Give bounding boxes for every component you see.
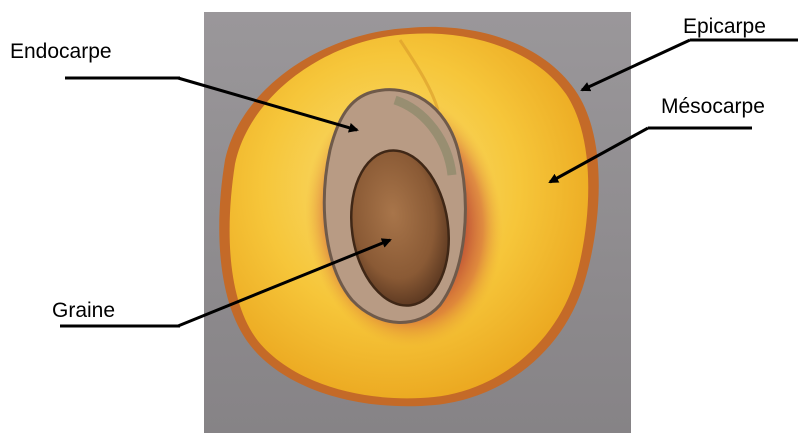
label-epicarpe: Epicarpe xyxy=(683,16,766,37)
label-mesocarpe: Mésocarpe xyxy=(661,96,765,117)
label-graine: Graine xyxy=(52,300,115,321)
label-endocarpe: Endocarpe xyxy=(10,41,112,62)
